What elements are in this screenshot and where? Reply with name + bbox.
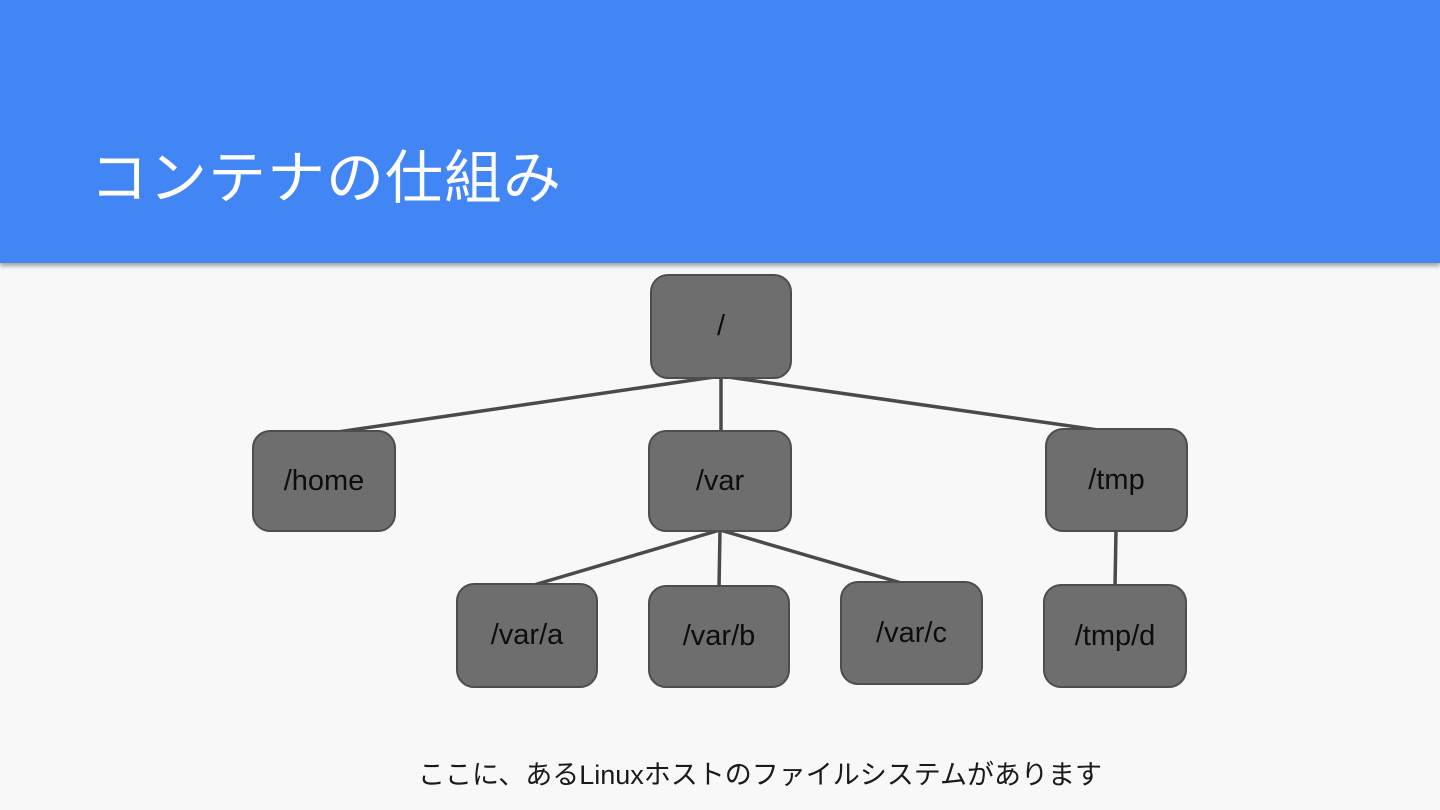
edge-root-tmp <box>720 374 1113 434</box>
tree-node-label: /var/a <box>490 619 564 651</box>
caption-text: ここに、あるLinuxホストのファイルシステムがあります <box>418 760 1102 790</box>
tree-node-var: /var <box>648 430 792 532</box>
edge-tmp-tmp-d <box>1113 529 1118 589</box>
tree-node-tmp-d: /tmp/d <box>1043 584 1187 688</box>
tree-node-var-c: /var/c <box>840 581 983 685</box>
tree-node-label: / <box>716 310 726 342</box>
slide-title: コンテナの仕組み <box>90 146 563 211</box>
tree-node-label: /var <box>695 464 745 497</box>
tree-node-label: /var/b <box>682 620 756 652</box>
edge-var-var-b <box>717 529 722 590</box>
tree-node-label: /tmp/d <box>1074 619 1156 652</box>
tree-node-label: /var/c <box>876 616 947 649</box>
slide-header: コンテナの仕組み <box>0 0 1440 263</box>
tree-node-label: /home <box>283 464 365 497</box>
edge-var-var-c <box>719 528 909 587</box>
tree-node-label: /tmp <box>1088 463 1145 496</box>
tree-node-tmp: /tmp <box>1045 428 1188 532</box>
tree-node-var-b: /var/b <box>648 585 790 688</box>
tree-node-var-a: /var/a <box>456 583 598 688</box>
tree-node-home: /home <box>252 430 396 532</box>
edge-var-var-a <box>526 528 721 589</box>
tree-node-root: / <box>650 274 792 379</box>
edge-root-home <box>323 374 722 436</box>
